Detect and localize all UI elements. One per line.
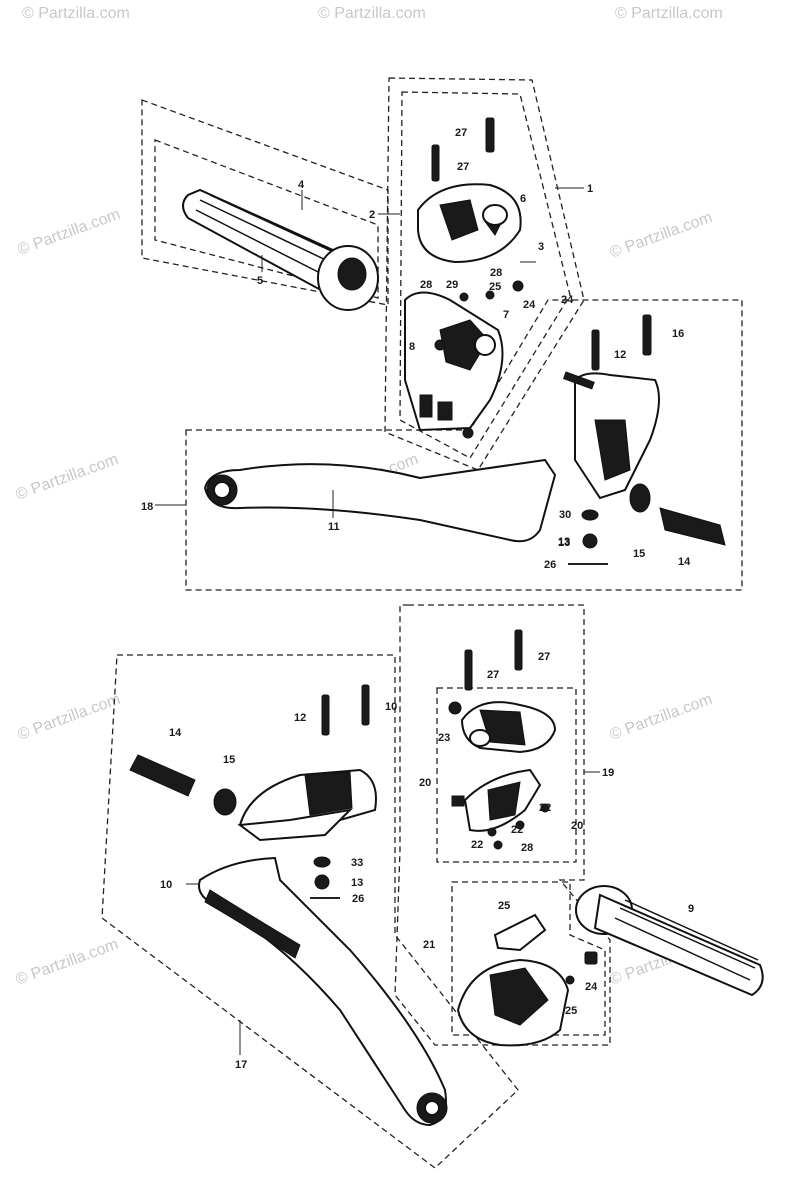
lower-grip (575, 885, 764, 997)
callout-label: 25 (565, 1005, 577, 1017)
callout-label: 27 (538, 651, 550, 663)
callout-label: 22 (471, 839, 483, 851)
callout-label: 13 (558, 537, 570, 549)
watermark: © Partzilla.com (14, 936, 121, 989)
callout-label: 6 (520, 193, 526, 205)
callout-label: 10 (160, 879, 172, 891)
callout-label: 21 (423, 939, 435, 951)
upper-small-parts (568, 483, 726, 565)
watermark: © Partzilla.com (16, 206, 123, 259)
callout-label: 24 (585, 981, 598, 993)
callout-label: 24 (561, 294, 574, 306)
upper-switch-housing-top (417, 183, 522, 264)
lower-assembly-boundaries (101, 604, 611, 1169)
lower-switch-housing-top (448, 701, 557, 754)
callout-label: 15 (633, 548, 645, 560)
callout-label: 26 (352, 893, 364, 905)
callout-label: 14 (169, 727, 182, 739)
callout-label: 3 (538, 241, 544, 253)
callout-label: 17 (235, 1059, 247, 1071)
upper-lever-bracket (562, 314, 660, 500)
watermark: © Partzilla.com (615, 5, 723, 22)
upper-screws (431, 117, 524, 439)
callout-label: 11 (328, 521, 340, 533)
callout-label: 10 (385, 701, 397, 713)
callout-label: 26 (544, 559, 556, 571)
callout-label: 4 (298, 179, 305, 191)
callout-label: 12 (614, 349, 626, 361)
watermark: © Partzilla.com (318, 5, 426, 22)
callout-label: 27 (457, 161, 469, 173)
callout-label: 22 (539, 802, 551, 814)
callout-label: 28 (420, 279, 432, 291)
callout-labels: 1 2 3 4 5 6 7 8 9 10 11 12 13 14 15 16 1… (141, 127, 694, 1071)
callout-label: 24 (523, 299, 536, 311)
callout-label: 15 (223, 754, 235, 766)
upper-grip (182, 188, 379, 311)
lower-small-parts (310, 856, 340, 899)
leader-lines (155, 187, 600, 1055)
callout-label: 7 (503, 309, 509, 321)
callout-label: 12 (294, 712, 306, 724)
lower-lever-bracket (237, 768, 377, 842)
callout-label: 8 (409, 341, 415, 353)
callout-label: 23 (438, 732, 450, 744)
lower-switch-housing-bottom (451, 768, 550, 850)
lower-screws (321, 629, 523, 736)
callout-label: 5 (257, 275, 263, 287)
callout-label: 13 (351, 877, 363, 889)
callout-label: 1 (587, 183, 593, 195)
callout-label: 20 (419, 777, 431, 789)
callout-label: 2 (369, 209, 375, 221)
callout-label: 20 (571, 820, 583, 832)
watermark: © Partzilla.com (14, 451, 121, 504)
callout-label: 9 (688, 903, 694, 915)
callout-label: 19 (602, 767, 614, 779)
callout-label: 18 (141, 501, 153, 513)
callout-label: 33 (351, 857, 363, 869)
callout-label: 29 (446, 279, 458, 291)
callout-label: 16 (672, 328, 684, 340)
callout-label: 28 (521, 842, 533, 854)
callout-label: 28 (490, 267, 502, 279)
callout-label: 27 (455, 127, 467, 139)
watermark: © Partzilla.com (22, 5, 130, 22)
upper-switch-housing-bottom (404, 291, 504, 432)
watermark: © Partzilla.com (608, 691, 715, 744)
callout-label: 27 (487, 669, 499, 681)
lower-housing-21 (456, 913, 598, 1047)
callout-label: 25 (498, 900, 510, 912)
callout-label: 25 (489, 281, 501, 293)
callout-label: 13 (558, 536, 570, 548)
lower-adjuster (129, 754, 237, 816)
watermark: © Partzilla.com (16, 691, 123, 744)
callout-label: 30 (559, 509, 571, 521)
lower-lever-17 (198, 856, 448, 1127)
callout-label: 22 (511, 824, 523, 836)
callout-label: 14 (678, 556, 691, 568)
watermark: © Partzilla.com (608, 209, 715, 262)
upper-lever-11 (203, 458, 557, 543)
